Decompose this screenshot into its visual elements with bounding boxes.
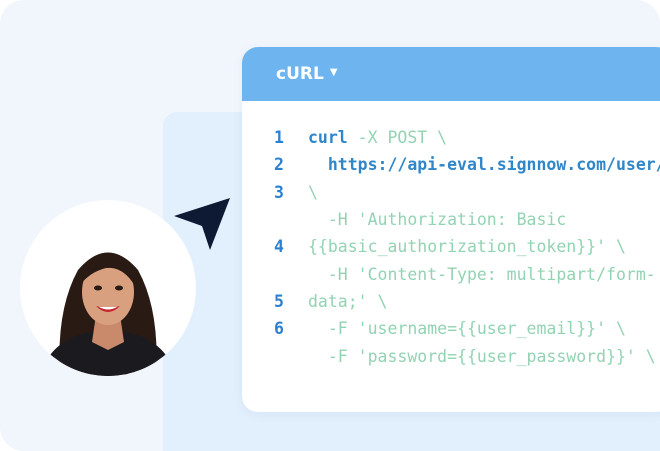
person-photo	[40, 252, 176, 376]
code-token: https://api-eval.signnow.com/user/oauth2…	[327, 155, 660, 175]
code-token: {{basic_authorization_token}}' \	[308, 237, 626, 257]
code-line: 1 curl -X POST \	[242, 124, 660, 151]
code-token: data;' \	[308, 291, 388, 311]
code-line: 5 data;' \	[242, 288, 660, 315]
code-line: 2 https://api-eval.signnow.com/user/oaut…	[242, 151, 660, 178]
code-sample-card: cURL ▼ 1 curl -X POST \ 2 https://api-eval…	[242, 47, 660, 412]
caret-down-icon: ▼	[329, 66, 338, 78]
code-block: 1 curl -X POST \ 2 https://api-eval.signno…	[242, 124, 660, 370]
line-number: 3	[274, 182, 284, 202]
line-number: 5	[274, 291, 284, 311]
code-line: -F 'password={{user_password}}' \	[242, 342, 660, 369]
code-line: 6 -F 'username={{user_email}}' \	[242, 315, 660, 342]
language-selector[interactable]: cURL ▼	[242, 47, 660, 101]
line-number: 6	[274, 319, 284, 339]
language-label: cURL	[276, 64, 324, 84]
code-token: -F 'username={{user_email}}' \	[308, 319, 626, 339]
line-number: 1	[274, 128, 284, 148]
code-line: 3\	[242, 179, 660, 206]
avatar	[20, 200, 196, 376]
code-line: -H 'Content-Type: multipart/form-	[242, 260, 660, 287]
code-token: -F 'password={{user_password}}' \	[308, 346, 656, 366]
code-token: curl	[308, 128, 348, 148]
code-token: -X POST \	[347, 128, 448, 148]
code-line: -H 'Authorization: Basic	[242, 206, 660, 233]
pointer-cursor-icon	[174, 194, 232, 256]
code-token: \	[308, 182, 318, 202]
code-token: -H 'Content-Type: multipart/form-	[308, 264, 656, 284]
line-number: 4	[274, 237, 284, 257]
code-token: -H 'Authorization: Basic	[308, 210, 567, 230]
line-number: 2	[274, 155, 284, 175]
code-line: 4 {{basic_authorization_token}}' \	[242, 233, 660, 260]
